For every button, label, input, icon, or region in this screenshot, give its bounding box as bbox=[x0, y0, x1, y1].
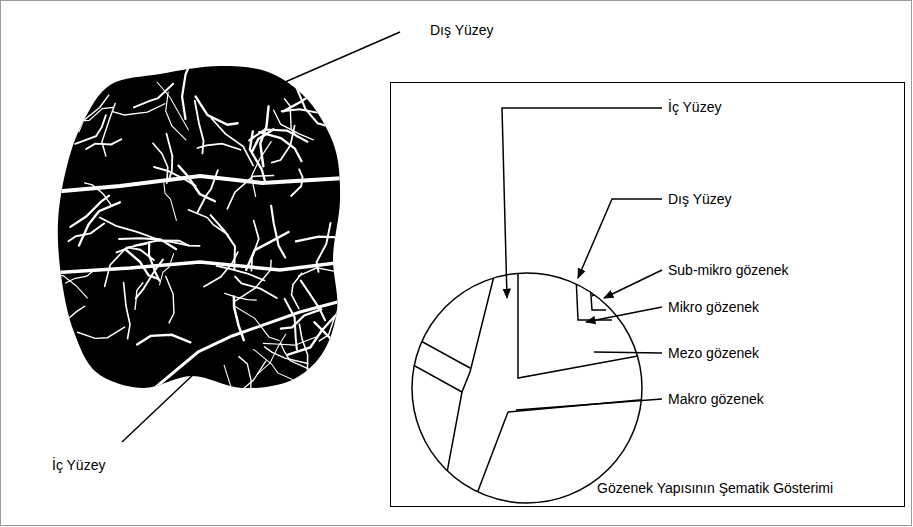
crack bbox=[297, 88, 328, 126]
crack bbox=[195, 101, 204, 154]
crack bbox=[150, 300, 345, 392]
pore-line bbox=[590, 282, 606, 310]
crack bbox=[33, 82, 71, 105]
leader-line bbox=[122, 338, 232, 442]
part-label: Makro gözenek bbox=[668, 390, 764, 408]
pore-line bbox=[408, 334, 470, 368]
pore-line bbox=[518, 268, 660, 378]
crack bbox=[70, 196, 109, 227]
crack bbox=[79, 202, 120, 245]
inset-box: Gözenek Yapısının Şematik Gösterimi bbox=[390, 82, 905, 507]
crack bbox=[235, 277, 277, 298]
crack bbox=[135, 283, 143, 310]
crack bbox=[283, 85, 339, 112]
pore-line bbox=[508, 398, 660, 412]
crack bbox=[78, 327, 125, 338]
part-label: İç Yüzey bbox=[668, 98, 721, 116]
caption: Gözenek Yapısının Şematik Gösterimi bbox=[597, 479, 833, 497]
pore-line bbox=[470, 412, 508, 512]
crack bbox=[249, 129, 307, 141]
crack bbox=[119, 238, 176, 249]
crack bbox=[100, 218, 158, 240]
crack bbox=[281, 309, 321, 328]
crack bbox=[211, 215, 235, 269]
cracks bbox=[33, 57, 351, 420]
crack bbox=[291, 169, 302, 196]
crack bbox=[182, 57, 193, 119]
crack bbox=[164, 183, 177, 220]
crack bbox=[117, 248, 154, 260]
crack bbox=[79, 95, 109, 132]
leader-line bbox=[578, 199, 662, 278]
crack bbox=[55, 275, 88, 298]
crack bbox=[66, 270, 95, 283]
crack bbox=[124, 282, 130, 338]
crack bbox=[317, 223, 331, 272]
pore-line bbox=[576, 276, 612, 320]
crack bbox=[274, 110, 314, 140]
crack bbox=[211, 118, 253, 165]
particle-body bbox=[58, 66, 340, 388]
pore-line bbox=[404, 360, 462, 392]
crack bbox=[153, 143, 168, 183]
crack bbox=[263, 337, 316, 345]
crack bbox=[292, 273, 302, 309]
part-label: Mikro gözenek bbox=[668, 298, 759, 316]
crack bbox=[296, 237, 351, 245]
crack bbox=[70, 356, 75, 408]
crack bbox=[225, 293, 256, 300]
particle-circle bbox=[412, 273, 642, 503]
porous-particle bbox=[33, 57, 351, 420]
crack bbox=[314, 322, 348, 375]
crack bbox=[319, 311, 337, 341]
crack bbox=[62, 306, 85, 329]
crack bbox=[179, 166, 215, 202]
crack bbox=[137, 335, 190, 345]
part-label: Mezo gözenek bbox=[668, 344, 759, 362]
part-label: İç Yüzey bbox=[52, 456, 105, 474]
crack bbox=[254, 349, 295, 380]
leader-line bbox=[276, 32, 400, 86]
leader-line bbox=[502, 108, 662, 298]
crack bbox=[259, 132, 301, 161]
crack bbox=[85, 183, 112, 206]
part-label: Dış Yüzey bbox=[430, 21, 494, 39]
crack bbox=[251, 221, 258, 271]
crack bbox=[149, 243, 159, 281]
crack bbox=[217, 266, 265, 281]
leader-lines bbox=[122, 32, 662, 442]
leader-line bbox=[604, 270, 662, 298]
crack bbox=[166, 276, 174, 323]
crack bbox=[234, 297, 244, 341]
crack bbox=[260, 106, 268, 166]
crack bbox=[188, 210, 228, 235]
crack bbox=[271, 206, 285, 258]
crack bbox=[197, 170, 217, 212]
crack bbox=[285, 299, 297, 350]
leader-line bbox=[594, 352, 662, 353]
pore-line bbox=[440, 268, 496, 510]
pore-lines bbox=[404, 268, 660, 512]
pore-schematic bbox=[404, 268, 660, 512]
crack bbox=[221, 361, 266, 402]
crack bbox=[235, 260, 271, 301]
crack bbox=[299, 268, 344, 276]
part-label: Dış Yüzey bbox=[668, 190, 732, 208]
pore-line bbox=[592, 290, 602, 296]
crack bbox=[319, 98, 344, 120]
crack bbox=[265, 347, 308, 364]
crack bbox=[154, 167, 196, 186]
crack bbox=[227, 175, 273, 208]
crack bbox=[299, 324, 307, 371]
part-label: Sub-mikro gözenek bbox=[668, 261, 789, 279]
crack bbox=[50, 262, 345, 273]
crack bbox=[224, 365, 235, 420]
crack bbox=[75, 115, 106, 144]
crack bbox=[134, 84, 173, 108]
crack bbox=[196, 96, 238, 124]
